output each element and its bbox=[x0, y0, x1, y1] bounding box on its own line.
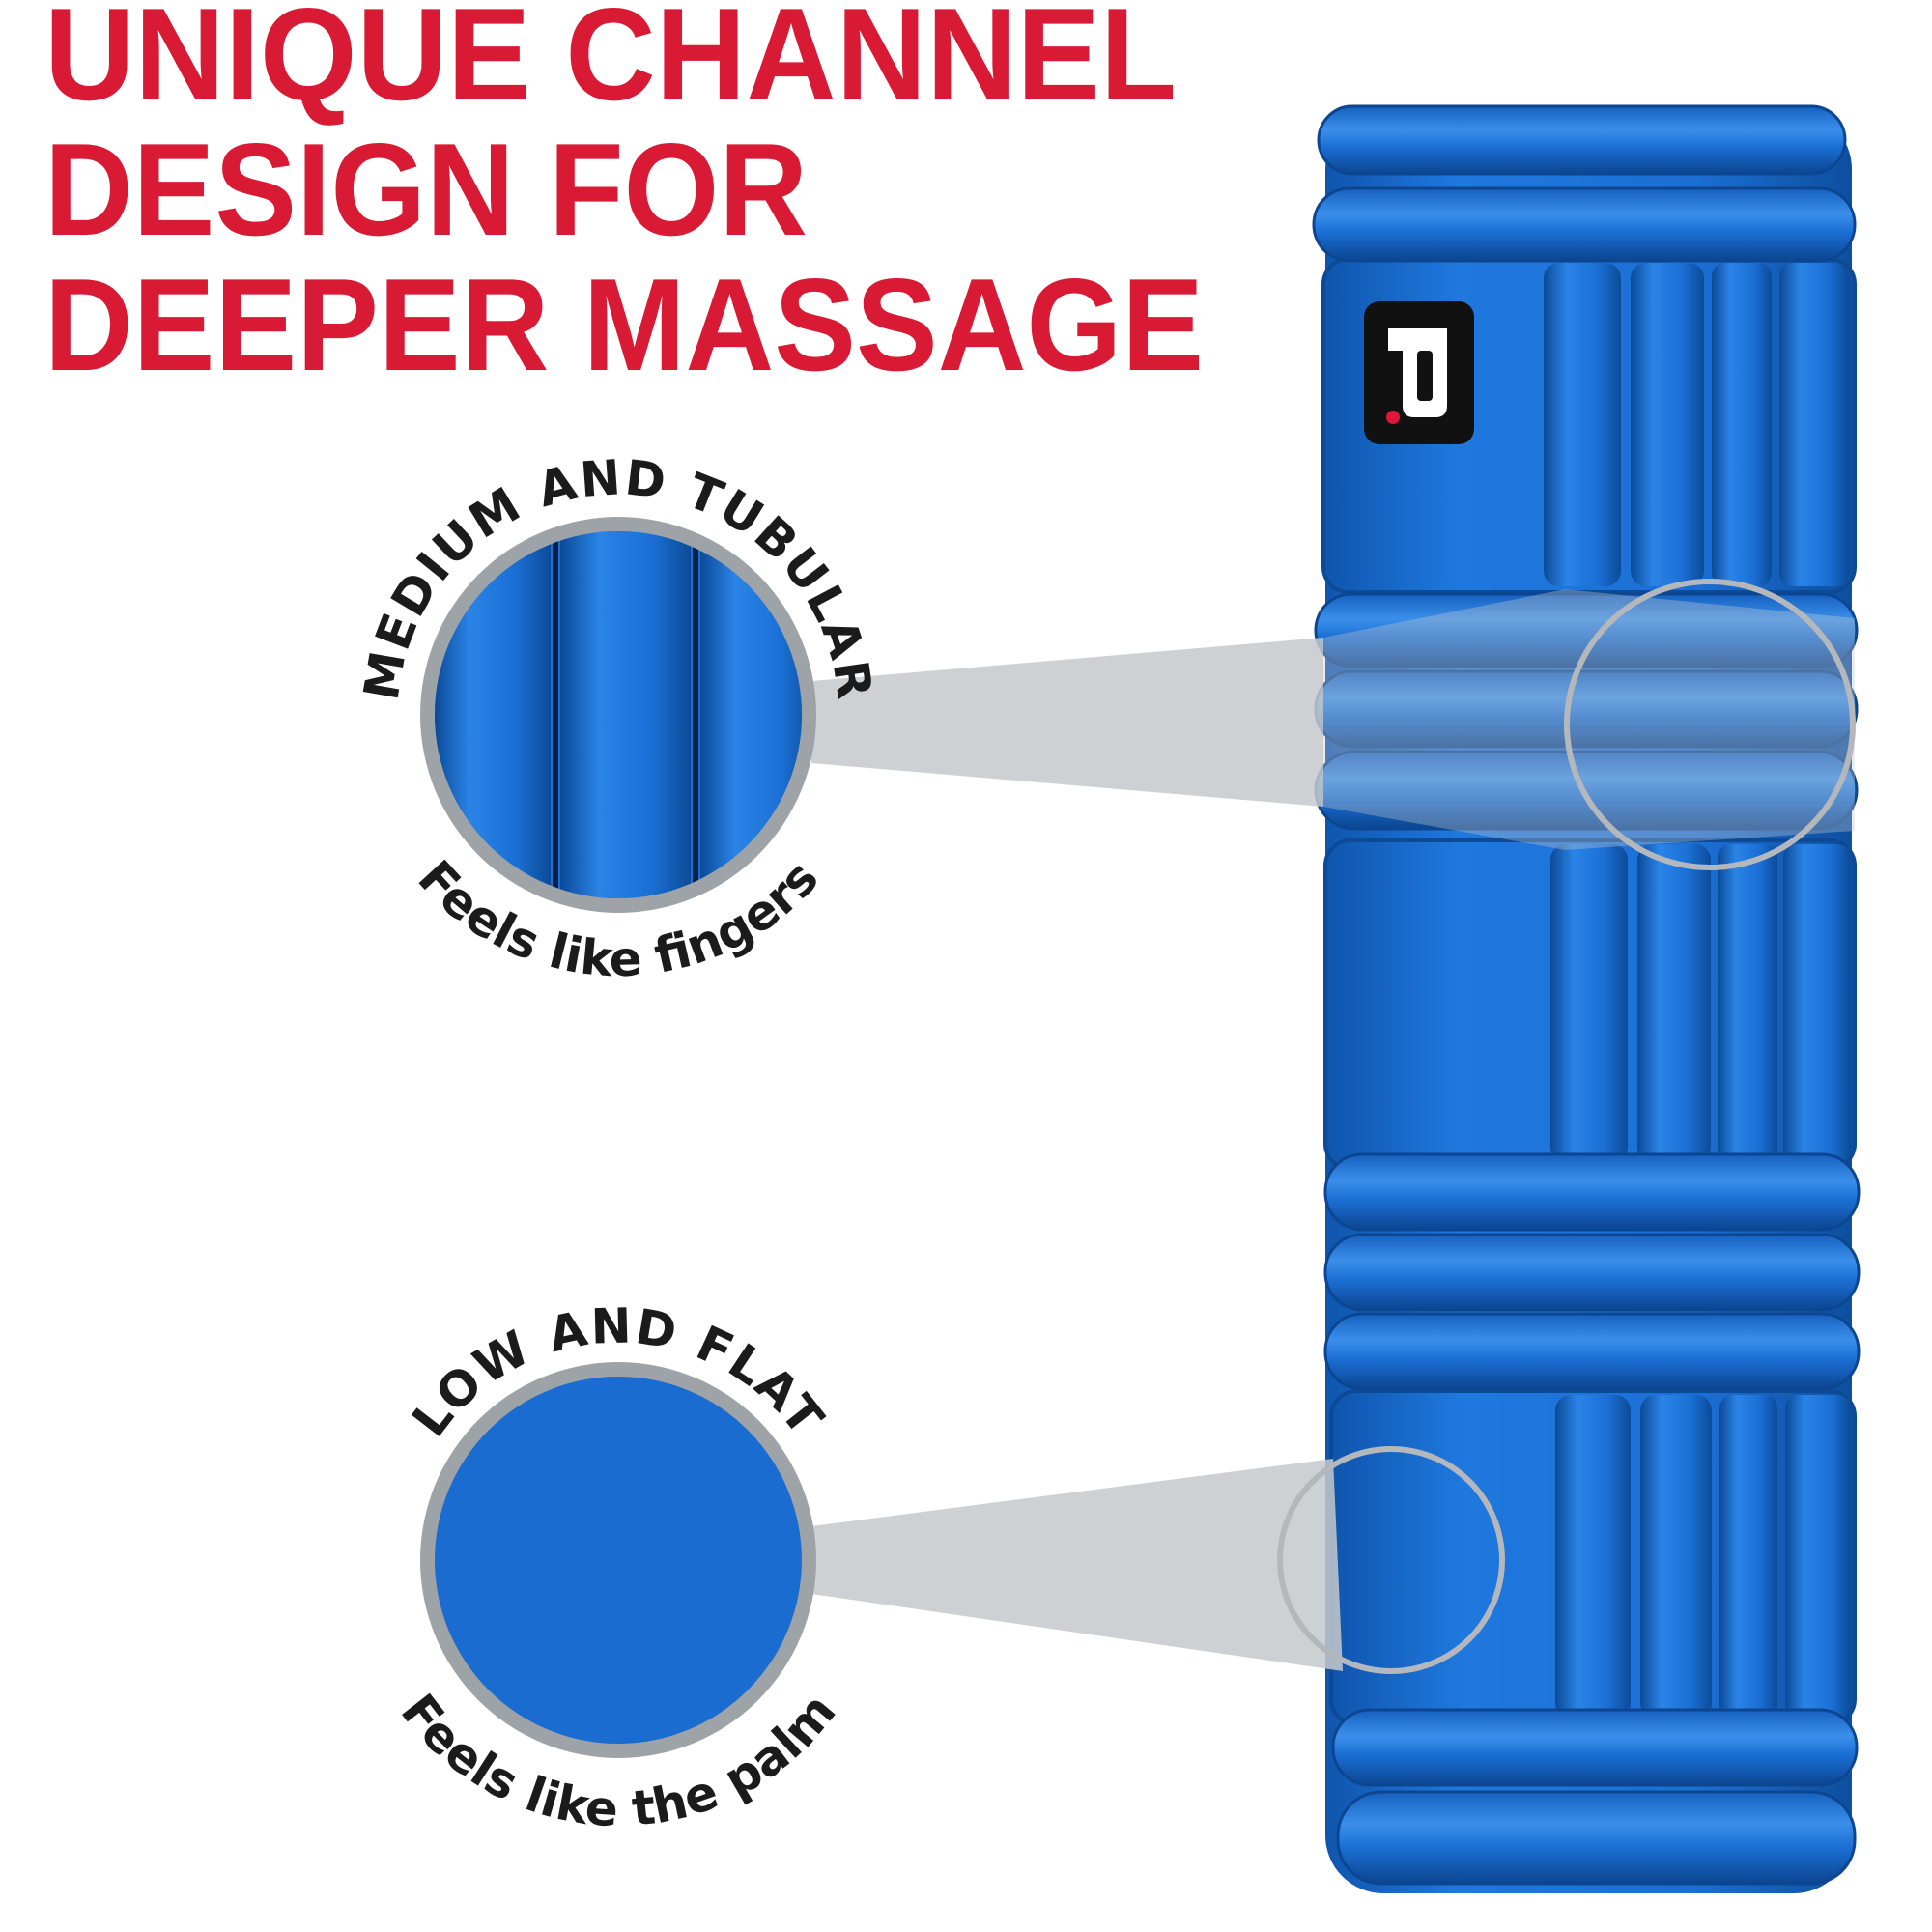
roller-block-bottom bbox=[1329, 1389, 1857, 1726]
callout-cone bbox=[811, 1459, 1343, 1671]
callout-cone bbox=[811, 638, 1323, 807]
roller-rings bbox=[1312, 104, 1861, 1886]
foam-roller bbox=[1312, 104, 1861, 1893]
brand-logo bbox=[1364, 301, 1474, 444]
roller-block-middle bbox=[1323, 838, 1857, 1171]
headline-line-2: DESIGN FOR bbox=[44, 116, 808, 263]
headline-line-1: UNIQUE CHANNEL bbox=[44, 0, 1177, 128]
magnify-highlight bbox=[1277, 1446, 1505, 1674]
texture-flat bbox=[435, 1377, 802, 1744]
magnify-highlight bbox=[1564, 579, 1856, 870]
headline: UNIQUE CHANNEL DESIGN FOR DEEPER MASSAGE bbox=[44, 0, 1204, 398]
texture-tubular bbox=[435, 531, 802, 898]
headline-line-3: DEEPER MASSAGE bbox=[44, 251, 1204, 398]
